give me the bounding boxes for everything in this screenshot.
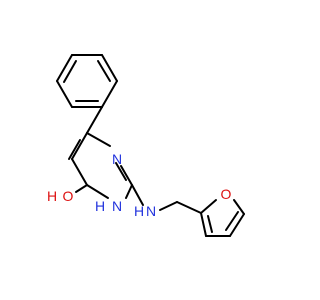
phenyl-ring <box>56 54 118 108</box>
ring-nitrogen-n1-label: N <box>112 151 122 167</box>
amine-bond <box>131 184 144 206</box>
molecule-structure: N N H N H O H O <box>47 54 245 237</box>
ring-nitrogen-n3-hydrogen-label: H <box>95 198 105 214</box>
methylene-bond-2 <box>176 201 202 214</box>
hydroxyl-oxygen-label: O <box>63 188 74 204</box>
methylene-bond-1 <box>159 201 178 211</box>
furan-oxygen-label: O <box>221 186 232 202</box>
pyrimidine-ring <box>68 132 133 199</box>
hydroxyl-hydrogen-label: H <box>47 188 57 204</box>
ring-nitrogen-n3-label: N <box>112 198 122 214</box>
amine-hydrogen-label: H <box>134 203 144 219</box>
phenyl-pyrimidine-bond <box>86 106 103 134</box>
atom-labels: N N H N H O H O <box>47 151 232 219</box>
furan-ring <box>200 199 245 237</box>
hydroxyl-bond <box>75 184 88 193</box>
amine-nitrogen-label: N <box>146 203 156 219</box>
